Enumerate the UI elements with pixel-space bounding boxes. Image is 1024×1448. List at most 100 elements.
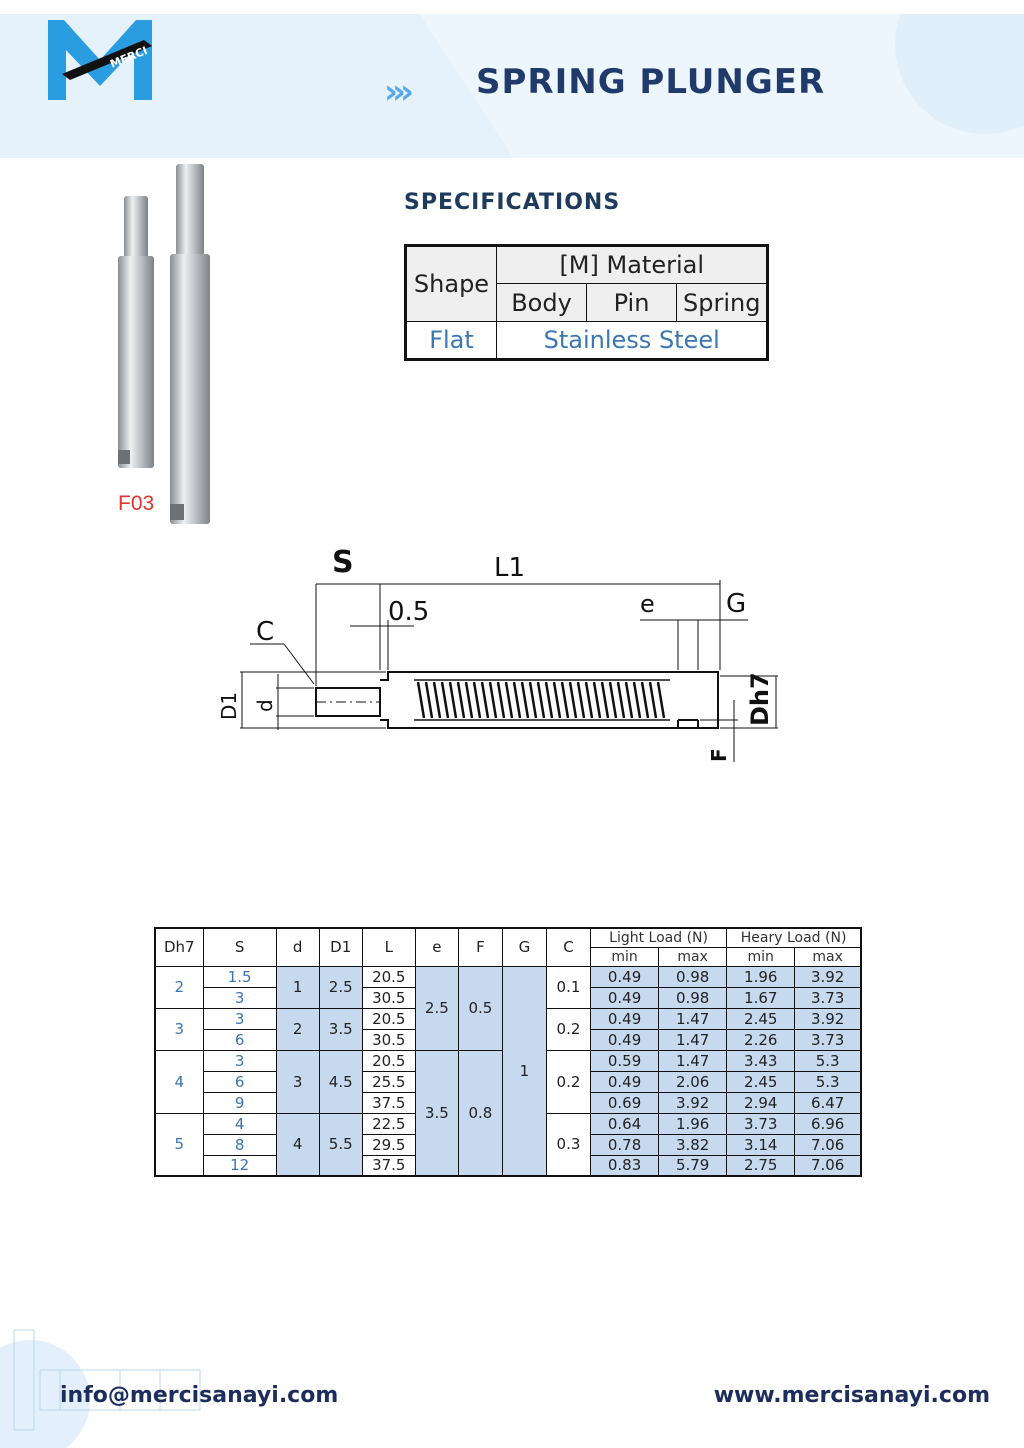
dimensions-table: Dh7 S d D1 L e F G C Light Load (N) Hear… — [154, 927, 862, 1177]
cell-light-max: 0.98 — [658, 965, 728, 988]
material-header: [M] Material — [495, 245, 769, 284]
cell-heavy-max: 5.3 — [794, 1049, 862, 1072]
website-link[interactable]: www.mercisanayi.com — [713, 1383, 990, 1408]
cell-l: 37.5 — [361, 1091, 416, 1114]
specifications-heading: SPECIFICATIONS — [404, 190, 621, 215]
cell-l: 30.5 — [361, 1028, 416, 1051]
cell-light-min: 0.49 — [589, 1007, 660, 1030]
header-g: G — [501, 927, 547, 967]
label-d: d — [253, 699, 277, 712]
cell-heavy-max: 7.06 — [794, 1133, 862, 1156]
cell-light-min: 0.59 — [589, 1049, 660, 1072]
cell-heavy-min: 2.45 — [726, 1007, 796, 1030]
table-row: 5 4 4 5.5 22.5 0.3 0.64 1.96 3.73 6.96 — [154, 1112, 862, 1177]
label-c: C — [256, 617, 274, 647]
cell-d1: 3.5 — [318, 1007, 363, 1051]
cell-d: 1 — [275, 965, 320, 1009]
cell-s: 6 — [202, 1028, 277, 1051]
cell-heavy-max: 3.92 — [794, 965, 862, 988]
cell-s: 9 — [202, 1091, 277, 1114]
cell-heavy-min: 1.67 — [726, 986, 796, 1009]
cell-s: 4 — [202, 1112, 277, 1135]
label-s: S — [332, 545, 354, 580]
cell-e: 2.5 — [414, 965, 459, 1051]
cell-heavy-max: 6.96 — [794, 1112, 862, 1135]
cell-l: 20.5 — [361, 965, 416, 988]
cell-e: 3.5 — [414, 1049, 459, 1177]
shape-header: Shape — [405, 245, 497, 322]
cell-light-min: 0.49 — [589, 986, 660, 1009]
header-light-load: Light Load (N) — [589, 927, 728, 948]
cell-light-max: 3.92 — [658, 1091, 728, 1114]
cell-g: 1 — [501, 965, 547, 1177]
cell-l: 20.5 — [361, 1049, 416, 1072]
label-l1: L1 — [494, 553, 525, 583]
cell-l: 29.5 — [361, 1133, 416, 1156]
merci-logo: MERCI — [48, 20, 152, 100]
label-e: e — [640, 590, 655, 618]
header-dh7: Dh7 — [154, 927, 204, 967]
table-row: 12 37.5 0.83 5.79 2.75 7.06 — [155, 1154, 862, 1177]
cell-heavy-max: 3.73 — [794, 986, 862, 1009]
product-code-label: F03 — [118, 492, 155, 515]
cell-light-min: 0.49 — [589, 1070, 660, 1093]
cell-s: 6 — [202, 1070, 277, 1093]
cell-light-max: 0.98 — [658, 986, 728, 1009]
cell-c: 0.3 — [545, 1112, 592, 1177]
cell-l: 37.5 — [361, 1154, 416, 1177]
cell-light-max: 1.47 — [658, 1007, 728, 1030]
email-link[interactable]: info@mercisanayi.com — [60, 1383, 339, 1408]
cell-d1: 2.5 — [318, 965, 363, 1009]
cell-dh7: 3 — [154, 1007, 204, 1051]
material-value: Stainless Steel — [495, 321, 769, 360]
cell-s: 12 — [202, 1154, 277, 1177]
product-photo — [118, 164, 210, 524]
cell-heavy-min: 2.75 — [726, 1154, 796, 1177]
cell-heavy-min: 2.26 — [726, 1028, 796, 1051]
cell-light-min: 0.78 — [589, 1133, 660, 1156]
cell-s: 1.5 — [202, 965, 277, 988]
header-s: S — [202, 927, 277, 967]
cell-f: 0.5 — [457, 965, 503, 1051]
label-0-5: 0.5 — [388, 597, 429, 627]
cell-heavy-min: 3.43 — [726, 1049, 796, 1072]
cell-heavy-max: 5.3 — [794, 1070, 862, 1093]
cell-heavy-max: 3.73 — [794, 1028, 862, 1051]
cell-light-max: 2.06 — [658, 1070, 728, 1093]
header-e: e — [414, 927, 459, 967]
cell-light-min: 0.83 — [589, 1154, 660, 1177]
cell-c: 0.2 — [545, 1007, 592, 1051]
cell-heavy-max: 6.47 — [794, 1091, 862, 1114]
cell-l: 20.5 — [361, 1007, 416, 1030]
table-row: 6 25.5 0.49 2.06 2.45 5.3 — [155, 1070, 862, 1093]
label-f: F — [707, 748, 731, 762]
cell-heavy-max: 3.92 — [794, 1007, 862, 1030]
cell-c: 0.1 — [545, 965, 592, 1009]
spring-header: Spring — [675, 283, 769, 322]
cell-light-min: 0.69 — [589, 1091, 660, 1114]
cell-heavy-min: 3.73 — [726, 1112, 796, 1135]
footer-blueprint-decoration — [0, 1329, 201, 1448]
body-header: Body — [496, 283, 587, 322]
technical-drawing: S L1 0.5 e G C D1 d Dh7 F — [217, 545, 778, 762]
label-dh7: Dh7 — [746, 672, 774, 726]
cell-c: 0.2 — [545, 1049, 592, 1114]
page-title: SPRING PLUNGER — [476, 62, 826, 102]
cell-s: 3 — [202, 986, 277, 1009]
header-heavy-min: min — [726, 946, 796, 967]
cell-heavy-min: 1.96 — [726, 965, 796, 988]
table-row: 2 1.5 1 2.5 20.5 2.5 0.5 1 0.1 0.49 0.98… — [154, 965, 862, 1177]
cell-dh7: 2 — [154, 965, 204, 1009]
cell-d: 3 — [275, 1049, 320, 1114]
cell-dh7: 5 — [154, 1112, 204, 1177]
header-l: L — [361, 927, 416, 967]
cell-light-max: 1.47 — [658, 1028, 728, 1051]
cell-d1: 4.5 — [318, 1049, 363, 1114]
material-spec-table: Shape [M] Material Body Pin Spring Flat … — [404, 244, 770, 361]
header-c: C — [545, 927, 592, 967]
cell-light-max: 1.96 — [658, 1112, 728, 1135]
cell-l: 25.5 — [361, 1070, 416, 1093]
label-d1: D1 — [217, 692, 241, 720]
header-d1: D1 — [318, 927, 363, 967]
cell-light-min: 0.49 — [589, 965, 660, 988]
